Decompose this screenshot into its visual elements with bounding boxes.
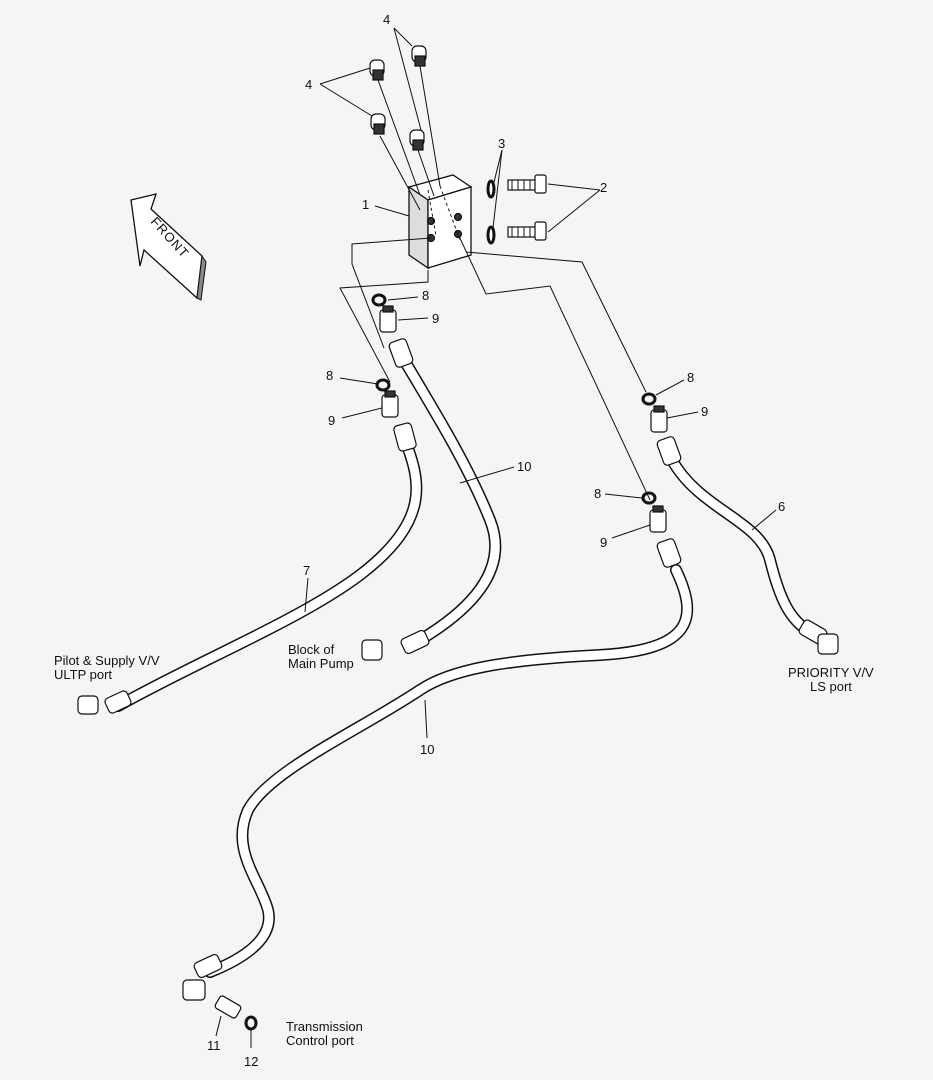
- manifold-block: [407, 174, 473, 270]
- callout-8-b: 8: [326, 368, 333, 383]
- callout-6: 6: [778, 499, 785, 514]
- callout-2: 2: [600, 180, 607, 195]
- label-pilot-supply-line2: ULTP port: [54, 667, 112, 682]
- label-pilot-supply-line1: Pilot & Supply V/V: [54, 653, 160, 668]
- plug-fitting: [411, 45, 427, 67]
- callout-4-top: 4: [383, 12, 390, 27]
- washers: [486, 179, 496, 245]
- callout-9-c: 9: [701, 404, 708, 419]
- callout-8-d: 8: [594, 486, 601, 501]
- bolts: [507, 174, 547, 241]
- label-transmission-line2: Control port: [286, 1033, 354, 1048]
- plug-fitting: [369, 59, 385, 81]
- callout-9-d: 9: [600, 535, 607, 550]
- callout-9-a: 9: [432, 311, 439, 326]
- callout-8-c: 8: [687, 370, 694, 385]
- front-arrow: FRONT: [130, 193, 207, 301]
- hose-7: [77, 422, 423, 715]
- callout-11: 11: [207, 1038, 221, 1053]
- plug-fittings: [369, 45, 427, 151]
- callout-7: 7: [303, 563, 310, 578]
- hose-10-lower: [182, 538, 694, 1001]
- callout-9-b: 9: [328, 413, 335, 428]
- hose-6: [656, 436, 839, 655]
- label-priority-line2: LS port: [810, 679, 852, 694]
- callout-4-left: 4: [305, 77, 312, 92]
- hose-10-upper: [361, 338, 502, 661]
- callout-12: 12: [244, 1054, 258, 1069]
- plug-fitting: [370, 113, 386, 135]
- callout-1: 1: [362, 197, 369, 212]
- plug-fitting: [409, 129, 425, 151]
- callout-10-lower: 10: [420, 742, 434, 757]
- label-block-main-pump-line1: Block of: [288, 642, 335, 657]
- label-block-main-pump-line2: Main Pump: [288, 656, 354, 671]
- label-transmission-line1: Transmission: [286, 1019, 363, 1034]
- label-priority-line1: PRIORITY V/V: [788, 665, 874, 680]
- callout-8-a: 8: [422, 288, 429, 303]
- callout-3: 3: [498, 136, 505, 151]
- callout-10-upper: 10: [517, 459, 531, 474]
- adapters: [214, 305, 668, 1019]
- o-rings: [244, 293, 657, 1031]
